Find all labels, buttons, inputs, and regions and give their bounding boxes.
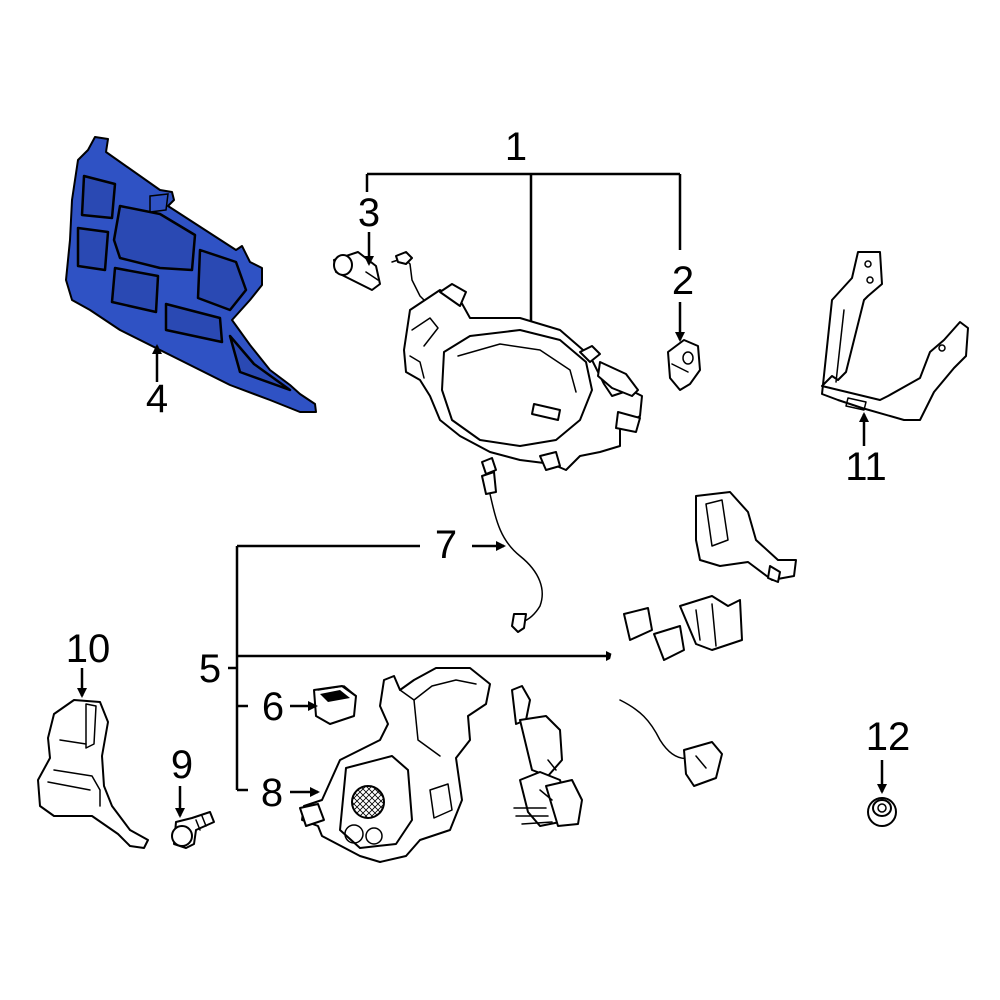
callout-10: 10 (66, 627, 111, 698)
label-6: 6 (262, 685, 284, 729)
part-4-panel[interactable] (65, 136, 317, 413)
callout-8: 8 (261, 771, 320, 815)
callout-12: 12 (866, 715, 911, 794)
callout-1: 1 (365, 125, 682, 334)
part-10-cover[interactable] (37, 699, 149, 849)
callout-4: 4 (146, 344, 168, 421)
callout-5: 5 (199, 544, 616, 792)
callout-2: 2 (672, 259, 694, 342)
label-3: 3 (358, 191, 380, 235)
part-5-harness[interactable] (511, 491, 797, 827)
part-2-clip[interactable] (667, 339, 701, 391)
part-9-bolt[interactable] (171, 811, 215, 849)
label-4: 4 (146, 377, 168, 421)
callout-3: 3 (358, 191, 380, 266)
label-9: 9 (171, 743, 193, 787)
label-8: 8 (261, 771, 283, 815)
label-2: 2 (672, 259, 694, 303)
part-1-housing[interactable] (391, 251, 643, 471)
part-12-nut[interactable] (867, 797, 897, 827)
part-8-module[interactable] (299, 667, 491, 863)
label-10: 10 (66, 627, 111, 671)
part-6-connector[interactable] (313, 685, 357, 725)
callout-7: 7 (435, 523, 506, 567)
label-1: 1 (505, 125, 527, 169)
part-7-sensor-wire[interactable] (481, 457, 543, 633)
callout-9: 9 (171, 743, 193, 818)
callout-6: 6 (262, 685, 318, 729)
label-7: 7 (435, 523, 457, 567)
callout-11: 11 (845, 412, 887, 489)
label-11: 11 (845, 445, 887, 489)
part-11-bracket[interactable] (821, 251, 969, 421)
part-3-switch[interactable] (333, 251, 381, 291)
label-12: 12 (866, 715, 911, 759)
label-5: 5 (199, 647, 221, 691)
